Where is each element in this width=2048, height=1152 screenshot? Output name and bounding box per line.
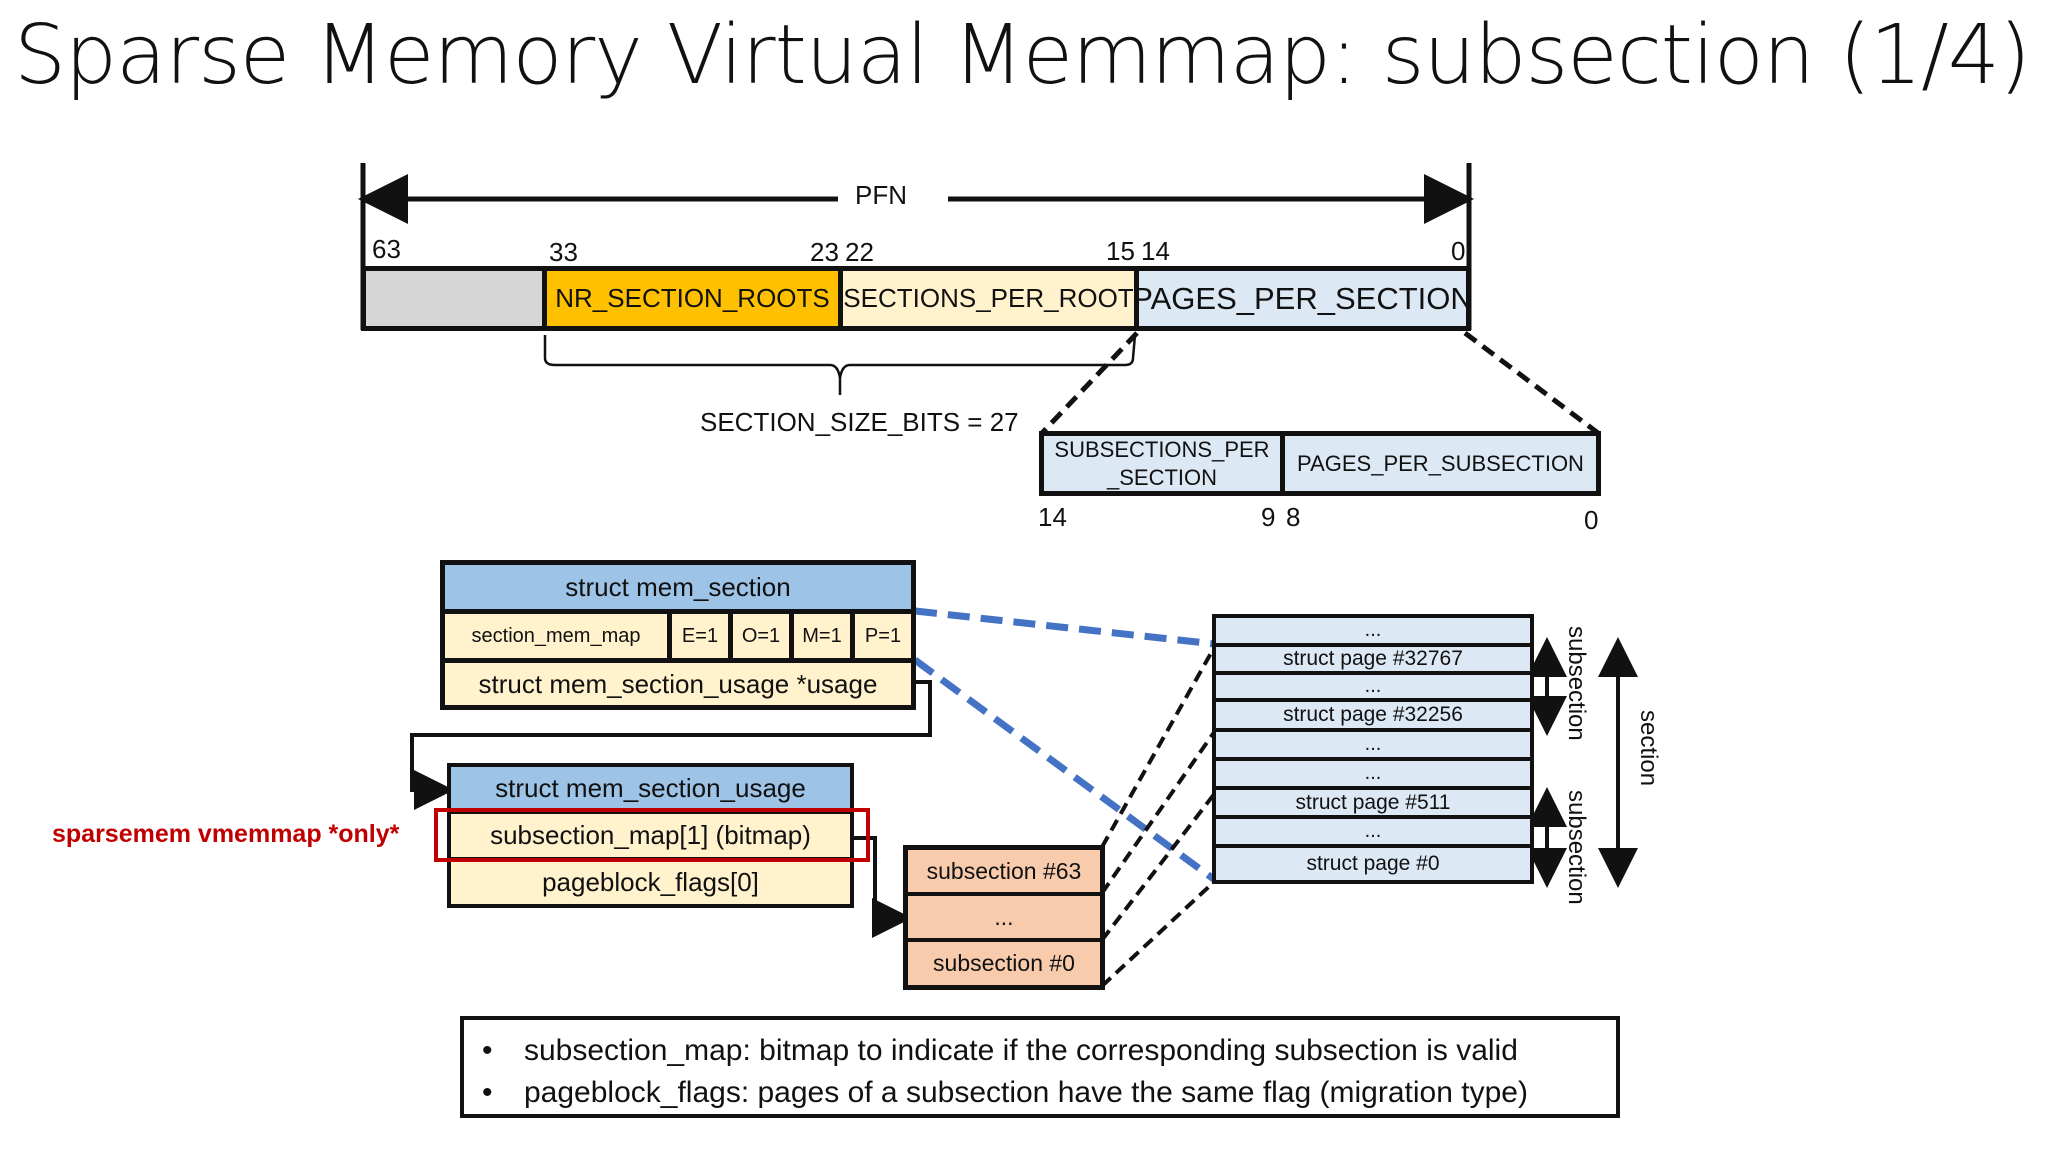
page-row: ... bbox=[1216, 819, 1530, 844]
page-row: ... bbox=[1216, 761, 1530, 786]
bit-15: 15 bbox=[1106, 236, 1135, 266]
subsection-map-field: subsection_map[1] (bitmap) bbox=[451, 814, 850, 857]
pageblock-flags-field: pageblock_flags[0] bbox=[451, 861, 850, 904]
page-row: ... bbox=[1216, 732, 1530, 757]
pages-per-subsection-field: PAGES_PER_SUBSECTION bbox=[1280, 431, 1601, 496]
page-row: ... bbox=[1216, 675, 1530, 698]
section-mem-map-field: section_mem_map bbox=[445, 614, 667, 658]
bit-22: 22 bbox=[845, 237, 874, 267]
vmemmap-only-highlight bbox=[434, 808, 870, 862]
note-pageblock-flags: pageblock_flags: pages of a subsection h… bbox=[482, 1072, 1616, 1114]
pfn-field-sections-per-root: SECTIONS_PER_ROOT bbox=[838, 266, 1139, 331]
split-bit-14: 14 bbox=[1038, 502, 1067, 532]
bit-14: 14 bbox=[1141, 236, 1170, 266]
flag-o: O=1 bbox=[733, 614, 789, 658]
subsections-per-section-field: SUBSECTIONS_PER _SECTION bbox=[1039, 431, 1285, 496]
mem-section-header: struct mem_section bbox=[445, 565, 911, 609]
subsection-63: subsection #63 bbox=[908, 850, 1100, 892]
slide-title: Sparse Memory Virtual Memmap: subsection… bbox=[14, 8, 2031, 103]
page-row-32767: struct page #32767 bbox=[1216, 647, 1530, 671]
split-bit-9: 9 bbox=[1261, 502, 1276, 532]
pfn-field-pages-per-section: PAGES_PER_SECTION bbox=[1132, 266, 1473, 331]
split-bit-8: 8 bbox=[1286, 502, 1301, 532]
vmemmap-only-annotation: sparsemem vmemmap *only* bbox=[52, 820, 400, 848]
zoom-line-left bbox=[1040, 331, 1139, 435]
flag-m: M=1 bbox=[794, 614, 850, 658]
page-row-511: struct page #511 bbox=[1216, 790, 1530, 815]
page-row-0: struct page #0 bbox=[1216, 848, 1530, 880]
flag-p: P=1 bbox=[855, 614, 911, 658]
flag-e: E=1 bbox=[672, 614, 728, 658]
section-size-brace bbox=[543, 334, 1137, 395]
notes-box: subsection_map: bitmap to indicate if th… bbox=[460, 1016, 1620, 1118]
bit-0: 0 bbox=[1451, 236, 1466, 266]
mem-section-usage-header: struct mem_section_usage bbox=[451, 767, 850, 810]
usage-pointer-field: struct mem_section_usage *usage bbox=[445, 663, 911, 705]
note-subsection-map: subsection_map: bitmap to indicate if th… bbox=[482, 1030, 1616, 1072]
pfn-label: PFN bbox=[855, 180, 907, 210]
subsection-0: subsection #0 bbox=[908, 942, 1100, 985]
page-row: ... bbox=[1216, 618, 1530, 643]
section-label: section bbox=[1635, 710, 1662, 787]
bit-63: 63 bbox=[372, 234, 401, 264]
mem-section-usage-struct: struct mem_section_usage subsection_map[… bbox=[447, 763, 854, 908]
section-size-bits-label: SECTION_SIZE_BITS = 27 bbox=[700, 407, 1019, 437]
subsection-bottom-label: subsection bbox=[1563, 790, 1590, 905]
pfn-field-unused bbox=[361, 266, 547, 331]
bit-23: 23 bbox=[810, 237, 839, 267]
subsection-top-label: subsection bbox=[1563, 626, 1590, 741]
subsection-array: subsection #63 ... subsection #0 bbox=[903, 845, 1105, 990]
subsection-ellipsis: ... bbox=[908, 896, 1100, 938]
page-row-32256: struct page #32256 bbox=[1216, 702, 1530, 728]
struct-page-array: ... struct page #32767 ... struct page #… bbox=[1212, 614, 1534, 884]
section-mem-map-link-top bbox=[914, 607, 1216, 648]
bit-33: 33 bbox=[549, 237, 578, 267]
split-bit-0: 0 bbox=[1584, 505, 1599, 535]
zoom-line-right bbox=[1463, 331, 1600, 435]
mem-section-struct: struct mem_section section_mem_map E=1 O… bbox=[440, 560, 916, 710]
pfn-field-nr-section-roots: NR_SECTION_ROOTS bbox=[542, 266, 843, 331]
